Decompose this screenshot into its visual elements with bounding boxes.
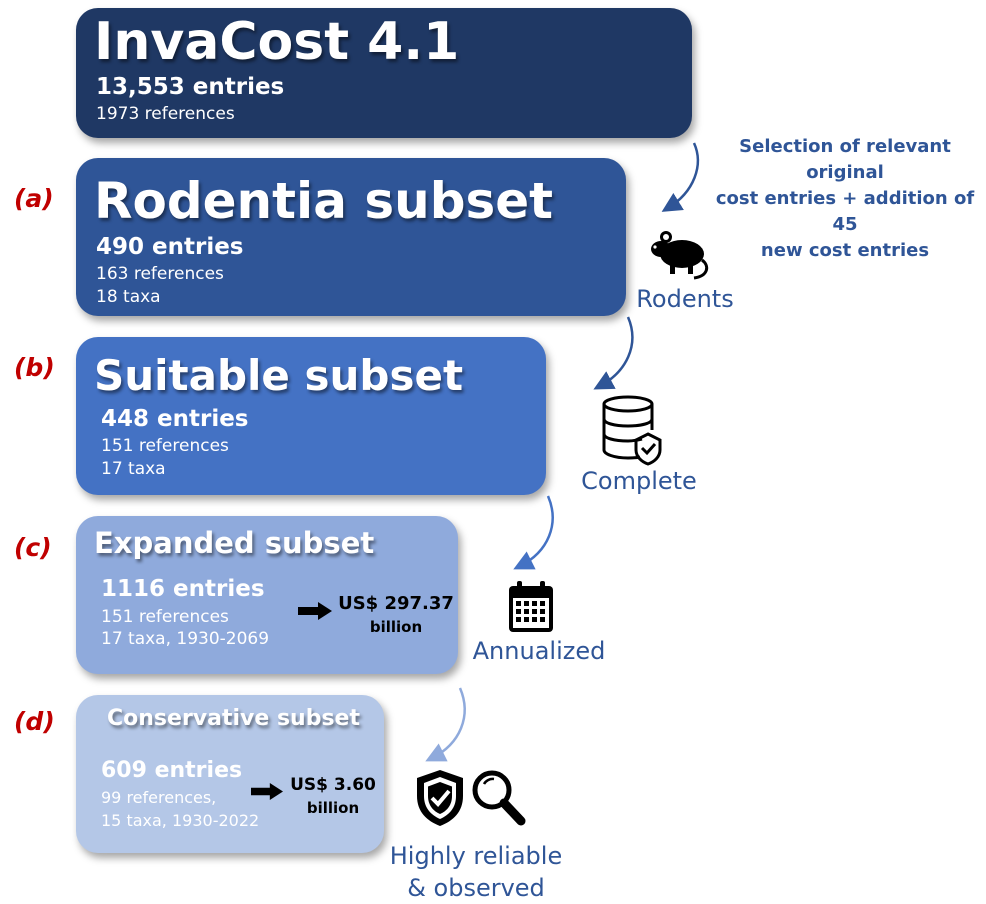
conservative-title: Conservative subset [107, 706, 360, 731]
rodents-label: Rodents [636, 285, 734, 313]
conservative-references: 99 references, [101, 788, 217, 807]
annotation-line-1: Selection of relevant original [739, 136, 951, 183]
shield-check-icon [417, 770, 463, 826]
conservative-taxa: 15 taxa, 1930-2022 [101, 811, 260, 830]
expanded-box: Expanded subset 1116 entries 151 referen… [76, 516, 458, 674]
panel-label-d: (d) [14, 707, 55, 736]
suitable-taxa: 17 taxa [101, 459, 166, 479]
conservative-cost-value: US$ 3.60 [290, 775, 376, 795]
right-arrow-icon [251, 783, 283, 800]
arrow-suitable-to-expanded [513, 495, 554, 570]
panel-label-a: (a) [14, 184, 54, 213]
arrow-rodentia-to-suitable [593, 316, 634, 390]
reliable-label-line-2: & observed [407, 874, 545, 902]
suitable-title: Suitable subset [94, 351, 464, 400]
annotation-line-2: cost entries + addition of 45 [715, 188, 975, 235]
suitable-references: 151 references [101, 436, 229, 456]
panel-label-b: (b) [14, 353, 55, 382]
right-arrow-icon [298, 602, 332, 620]
invacost-box: InvaCost 4.1 13,553 entries 1973 referen… [76, 8, 692, 138]
arrow-expanded-to-conservative [425, 687, 466, 762]
suitable-box: Suitable subset 448 entries 151 referenc… [76, 337, 546, 495]
expanded-taxa: 17 taxa, 1930-2069 [101, 629, 270, 649]
invacost-title: InvaCost 4.1 [94, 12, 460, 72]
expanded-references: 151 references [101, 607, 229, 627]
complete-label: Complete [581, 467, 697, 495]
arrow-invacost-to-rodentia [661, 142, 699, 212]
reliable-label-line-1: Highly reliable [389, 842, 563, 870]
conservative-entries: 609 entries [101, 758, 243, 783]
expanded-title: Expanded subset [94, 526, 375, 560]
invacost-references: 1973 references [96, 104, 235, 124]
panel-label-c: (c) [14, 533, 52, 562]
database-check-icon [602, 395, 662, 466]
annotation-line-3: new cost entries [760, 240, 930, 261]
selection-annotation: Selection of relevant original cost entr… [706, 134, 984, 264]
annualized-label: Annualized [472, 637, 606, 665]
reliable-label: Highly reliable & observed [386, 840, 566, 904]
rodentia-references: 163 references [96, 264, 224, 284]
calendar-icon [509, 581, 553, 632]
invacost-entries: 13,553 entries [96, 74, 285, 100]
suitable-entries: 448 entries [101, 406, 249, 432]
rodentia-entries: 490 entries [96, 234, 244, 260]
expanded-entries: 1116 entries [101, 576, 265, 602]
expanded-cost-unit: billion [369, 618, 423, 636]
magnifier-icon [472, 770, 526, 826]
rodentia-title: Rodentia subset [94, 172, 554, 230]
rodentia-box: Rodentia subset 490 entries 163 referenc… [76, 158, 626, 316]
rodent-icon [651, 231, 709, 280]
conservative-cost-unit: billion [306, 799, 360, 817]
rodentia-taxa: 18 taxa [96, 287, 161, 307]
conservative-box: Conservative subset 609 entries 99 refer… [76, 695, 384, 853]
expanded-cost-value: US$ 297.37 [338, 593, 454, 614]
